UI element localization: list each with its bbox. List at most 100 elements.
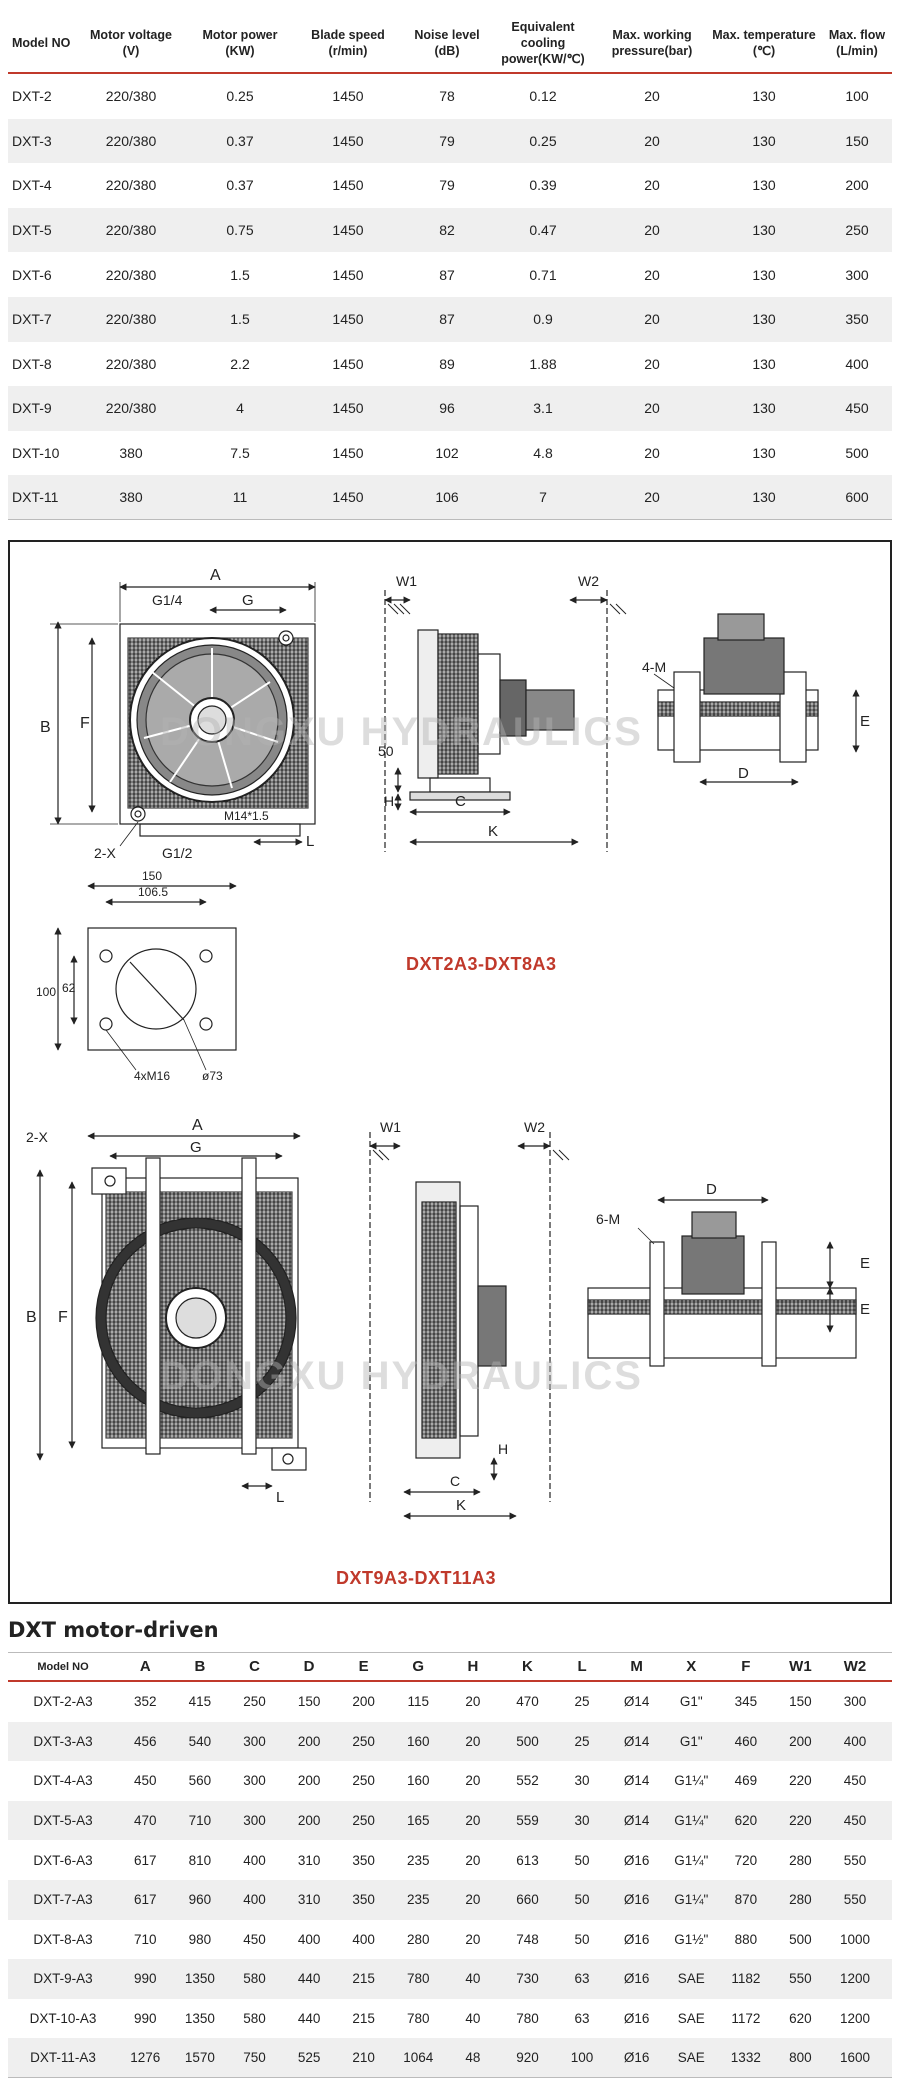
spec-header-text: (℃) xyxy=(752,44,776,58)
spec-table-cell: 1450 xyxy=(332,489,364,506)
dimension-header-cell: F xyxy=(741,1658,751,1675)
dim-D-upper: D xyxy=(738,765,749,782)
spec-table-cell: 220/380 xyxy=(105,132,157,149)
spec-table-cell: 600 xyxy=(845,489,869,506)
dimension-table-cell: 1276 xyxy=(130,2050,161,2066)
dimension-table-cell: 50 xyxy=(574,1892,590,1908)
spec-table-cell: 1450 xyxy=(332,177,364,194)
dimension-table-cell: 730 xyxy=(516,1971,539,1987)
dimension-table-cell: 500 xyxy=(789,1931,812,1947)
dimension-table-cell: DXT-8-A3 xyxy=(33,1931,93,1947)
dimension-table-cell: 1000 xyxy=(839,1931,871,1947)
section-title: DXT motor-driven xyxy=(8,1618,219,1642)
spec-table-cell: 87 xyxy=(439,311,455,328)
dimension-table-cell: 1350 xyxy=(184,2011,215,2027)
dim-D-lower: D xyxy=(706,1181,717,1198)
dimension-table-cell: 40 xyxy=(465,2011,481,2027)
dimension-table-cell: DXT-10-A3 xyxy=(29,2011,97,2027)
spec-table-cell: 1.5 xyxy=(230,266,250,283)
spec-table-cell: 11 xyxy=(232,489,248,506)
dimension-table-cell: G1¼" xyxy=(674,1892,709,1908)
spec-table-cell: 102 xyxy=(435,445,459,462)
dimension-table-cell: 50 xyxy=(574,1852,590,1868)
spec-table-cell: DXT-8 xyxy=(12,355,52,372)
spec-table-cell: DXT-11 xyxy=(12,489,59,506)
dim-G-lower: G xyxy=(190,1139,202,1156)
dimension-table-cell: DXT-5-A3 xyxy=(33,1813,93,1829)
upper-front-view xyxy=(50,582,316,847)
flange-62: 62 xyxy=(62,981,76,995)
dimension-table-cell: 440 xyxy=(297,2011,321,2027)
dimension-table-cell: SAE xyxy=(677,2011,705,2027)
dim-G-upper: G xyxy=(242,592,254,609)
dimension-table-cell: 210 xyxy=(352,2050,375,2066)
m4-label: 4-M xyxy=(642,659,666,675)
flange-73: ø73 xyxy=(202,1069,223,1083)
spec-table-cell: 20 xyxy=(644,355,660,372)
g14-label: G1/4 xyxy=(152,592,183,608)
dimension-table-cell: G1" xyxy=(679,1733,703,1749)
dimension-header-cell: D xyxy=(303,1658,315,1675)
dimension-header-cell: B xyxy=(194,1658,206,1675)
spec-table-cell: 400 xyxy=(845,355,869,372)
spec-table-cell: 450 xyxy=(845,400,869,417)
dimension-table-cell: 960 xyxy=(188,1892,212,1908)
dimension-table-cell: 20 xyxy=(465,1773,481,1789)
spec-table-cell: DXT-7 xyxy=(12,311,52,328)
dimension-table-cell: 920 xyxy=(516,2050,539,2066)
dim-H-lower: H xyxy=(498,1441,508,1457)
spec-table-cell: 20 xyxy=(644,489,660,506)
dimension-table-cell: 200 xyxy=(297,1733,321,1749)
dimension-table-cell: 300 xyxy=(243,1733,266,1749)
spec-header-text: Blade speed xyxy=(311,28,385,42)
spec-table-cell: 500 xyxy=(845,445,869,462)
dimension-table-cell: Ø16 xyxy=(623,1931,650,1947)
dimension-table-cell: 300 xyxy=(243,1813,266,1829)
spec-table-cell: 130 xyxy=(752,311,776,328)
dimension-table-cell: SAE xyxy=(677,1971,705,1987)
dimension-table-cell: 620 xyxy=(734,1813,758,1829)
dimension-table-cell: 450 xyxy=(134,1773,157,1789)
dimension-table-cell: Ø16 xyxy=(623,1971,650,1987)
dimension-table-cell: Ø14 xyxy=(623,1813,650,1829)
spec-table-cell: 78 xyxy=(439,88,455,105)
dimension-table-cell: 20 xyxy=(465,1892,481,1908)
technical-drawing-svg: A G1/4 G B F M14*1.5 2-X G1/2 L xyxy=(26,567,870,1520)
spec-table-cell: DXT-4 xyxy=(12,177,52,194)
spec-table-cell: 0.71 xyxy=(529,266,557,283)
spec-table-cell: 0.25 xyxy=(529,132,557,149)
spec-table-cell: 220/380 xyxy=(105,355,157,372)
dimension-header-cell: M xyxy=(630,1658,643,1675)
dimension-table-cell: 540 xyxy=(188,1733,212,1749)
dimension-table-cell: 215 xyxy=(352,1971,375,1987)
m6-label: 6-M xyxy=(596,1211,620,1227)
dimension-table-cell: G1" xyxy=(679,1694,703,1710)
dimension-table-cell: 20 xyxy=(465,1813,481,1829)
dimension-table-cell: 980 xyxy=(188,1931,212,1947)
spec-table-cell: 20 xyxy=(644,445,660,462)
dim-E2-lower: E xyxy=(860,1301,870,1318)
spec-table-cell: 100 xyxy=(845,88,869,105)
spec-header-text: Max. working xyxy=(612,28,692,42)
dim-B-upper: B xyxy=(40,719,51,736)
dimension-table-cell: 560 xyxy=(188,1773,212,1789)
dimension-table-cell: 550 xyxy=(843,1852,867,1868)
dimension-table-cell: 352 xyxy=(134,1694,157,1710)
dimension-table-cell: 48 xyxy=(465,2050,481,2066)
flange-4xm16: 4xM16 xyxy=(134,1069,170,1083)
dimension-table-cell: G1½" xyxy=(674,1931,709,1947)
dimension-table-cell: 400 xyxy=(243,1892,266,1908)
lower-side-view xyxy=(369,1132,570,1520)
